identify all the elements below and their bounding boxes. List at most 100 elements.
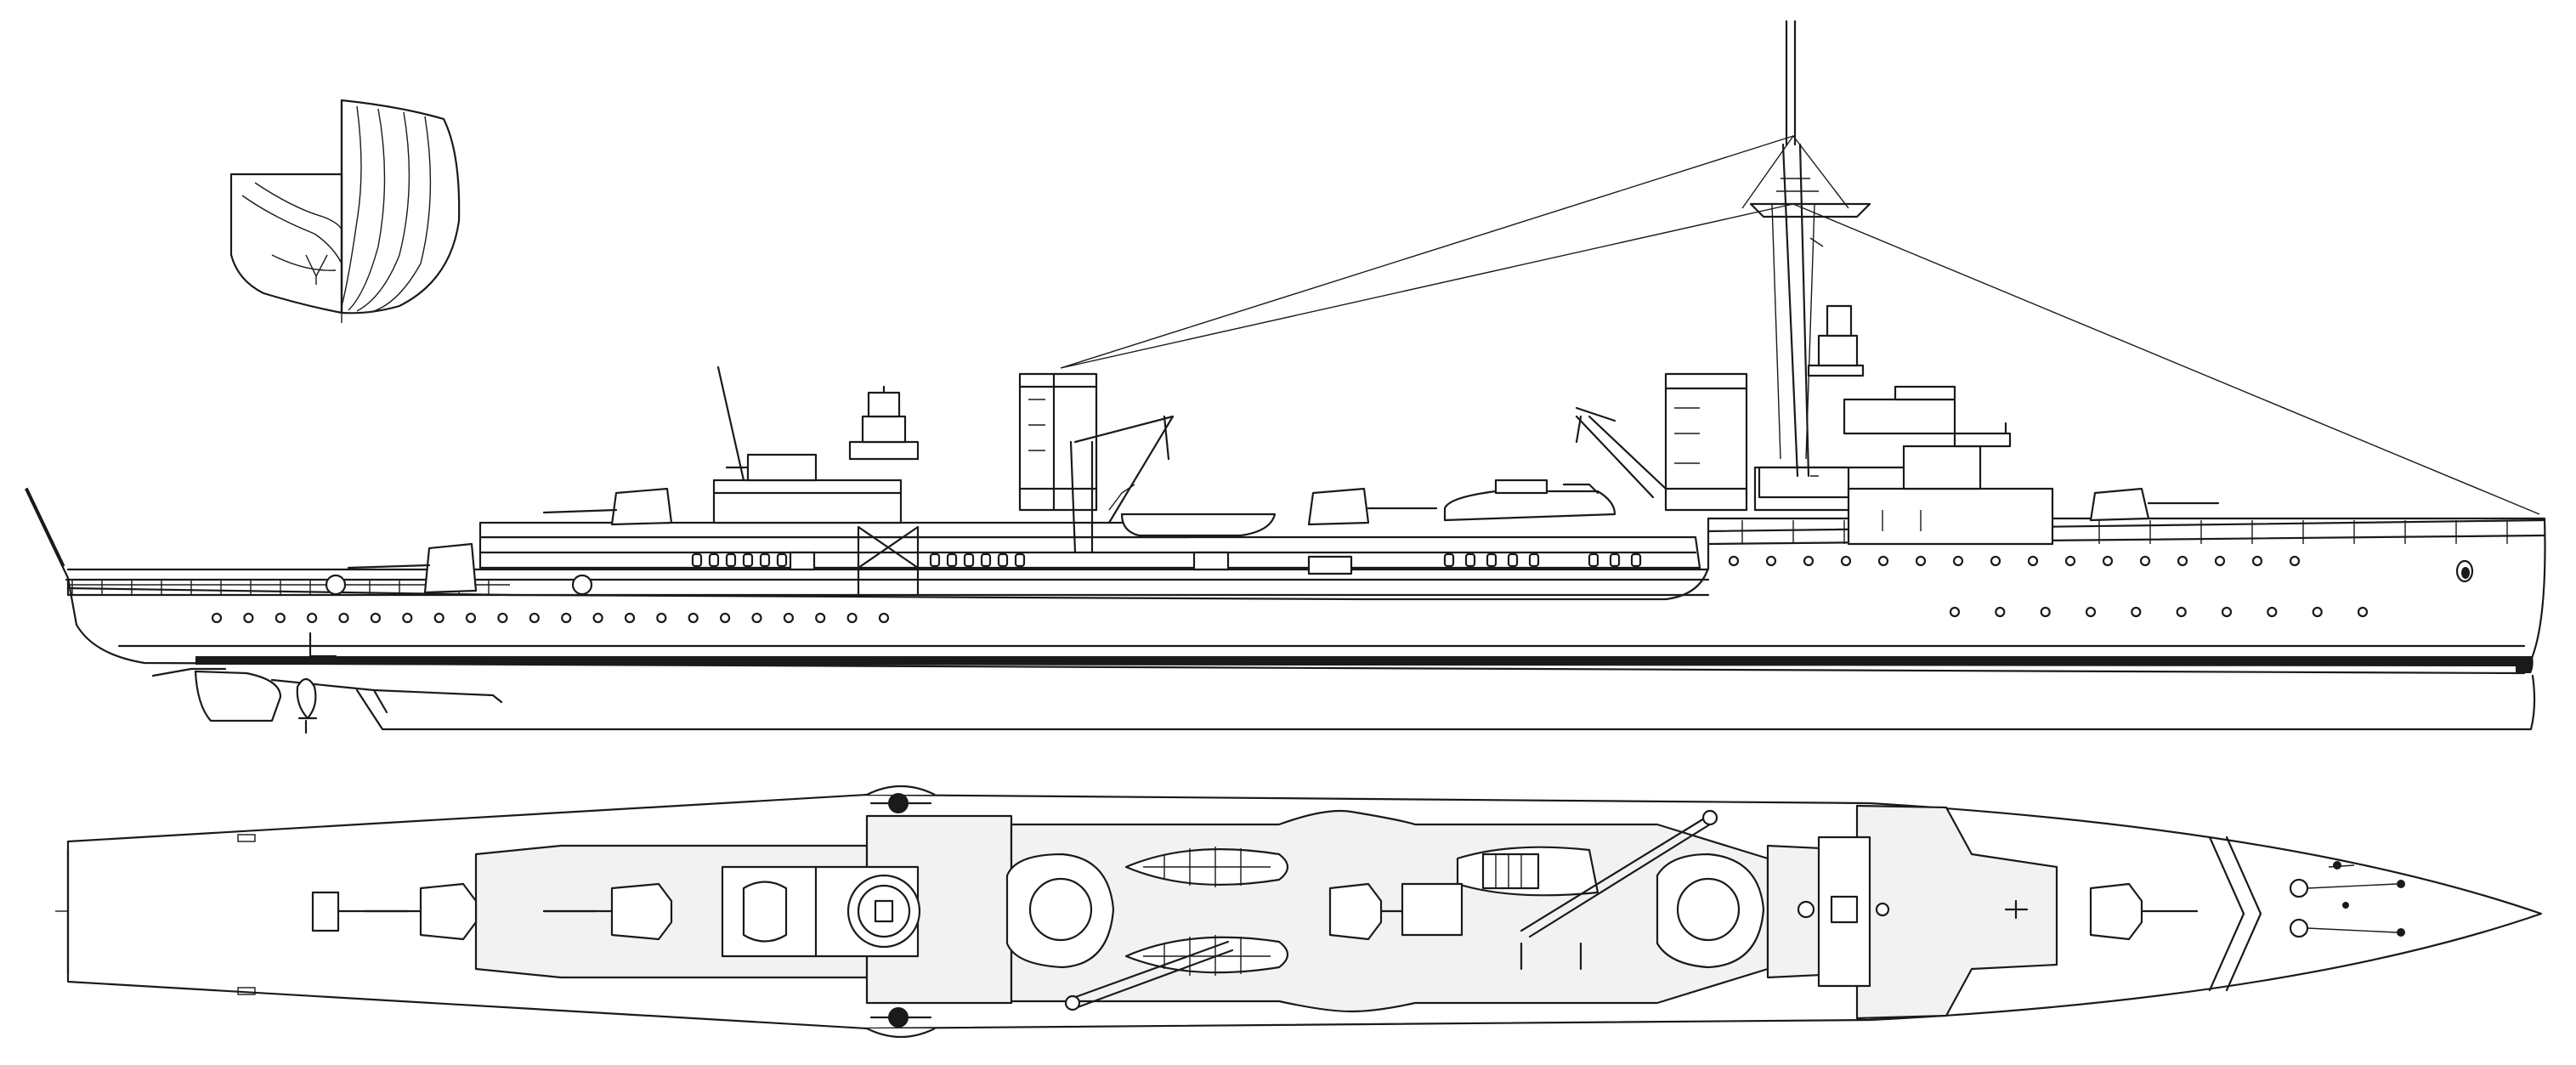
- porthole: [561, 612, 572, 624]
- porthole: [529, 612, 540, 624]
- deckhouse-door: [1192, 551, 1230, 571]
- deckhouse-window: [1014, 552, 1026, 568]
- porthole: [370, 612, 381, 624]
- porthole: [1803, 555, 1815, 567]
- deckhouse-window: [776, 552, 788, 568]
- porthole: [2102, 555, 2114, 567]
- body-plan-section: [229, 99, 461, 323]
- deckhouse-window: [1464, 552, 1476, 568]
- boot-topping: [195, 656, 2534, 673]
- forward-crane: [1575, 406, 1667, 499]
- gun-mount-fwd: [2089, 487, 2220, 522]
- porthole: [878, 612, 890, 624]
- porthole: [592, 612, 603, 624]
- deckhouse-window: [929, 552, 941, 568]
- plan-anchor-gear: [2289, 861, 2405, 938]
- deckhouse-window: [1588, 552, 1599, 568]
- porthole: [338, 612, 349, 624]
- porthole: [1877, 555, 1889, 567]
- plan-fwd-funnel: [1656, 853, 1765, 969]
- stern-gear: [194, 670, 503, 734]
- porthole: [2214, 555, 2226, 567]
- plan-aft-crane: [1069, 940, 1234, 1009]
- deckhouse-window: [946, 552, 958, 568]
- deckhouse-window: [1528, 552, 1540, 568]
- porthole: [2085, 606, 2097, 618]
- deckhouse-window: [1486, 552, 1497, 568]
- porthole: [783, 612, 795, 624]
- porthole: [1949, 606, 1961, 618]
- aft-crane: [1069, 415, 1175, 554]
- rigging: [1060, 134, 2540, 515]
- deckhouse-door: [789, 551, 816, 571]
- deckhouse-window: [708, 552, 720, 568]
- porthole: [1990, 555, 2001, 567]
- aft-funnel: [1018, 372, 1098, 512]
- portholes: [211, 555, 2369, 624]
- porthole: [1915, 555, 1927, 567]
- porthole: [497, 612, 508, 624]
- foremast: [1749, 20, 1871, 478]
- porthole: [433, 612, 444, 624]
- porthole: [656, 612, 667, 624]
- bridge: [1753, 304, 2054, 546]
- deckhouse-window: [1507, 552, 1519, 568]
- porthole: [2027, 555, 2039, 567]
- porthole: [2312, 606, 2323, 618]
- porthole: [1765, 555, 1777, 567]
- porthole: [2139, 555, 2151, 567]
- porthole: [307, 612, 318, 624]
- deckhouse-window: [691, 552, 703, 568]
- porthole: [624, 612, 636, 624]
- porthole: [2251, 555, 2263, 567]
- deckhouse-windows: [691, 551, 1642, 575]
- deckhouse-window: [997, 552, 1009, 568]
- deckhouse-window: [1443, 552, 1455, 568]
- porthole: [2289, 555, 2301, 567]
- porthole: [719, 612, 731, 624]
- porthole: [2221, 606, 2233, 618]
- deckhouse-window: [963, 552, 975, 568]
- porthole: [1728, 555, 1740, 567]
- side-elevation: [25, 20, 2546, 734]
- side-boat-2: [1443, 479, 1616, 522]
- porthole: [2040, 606, 2051, 618]
- porthole: [1995, 606, 2006, 618]
- deckhouse-door: [1307, 555, 1353, 575]
- porthole: [2176, 606, 2187, 618]
- porthole: [275, 612, 286, 624]
- deckhouse-window: [980, 552, 992, 568]
- porthole: [688, 612, 699, 624]
- porthole: [2267, 606, 2278, 618]
- porthole: [1952, 555, 1964, 567]
- plan-boat-1: [1124, 847, 1289, 887]
- porthole: [1840, 555, 1852, 567]
- side-boat-1: [1120, 513, 1277, 537]
- porthole: [2131, 606, 2142, 618]
- gun-mount-mid: [1307, 487, 1438, 526]
- deckhouse-window: [1609, 552, 1621, 568]
- porthole: [243, 612, 254, 624]
- porthole: [751, 612, 762, 624]
- porthole: [2177, 555, 2188, 567]
- porthole: [2357, 606, 2369, 618]
- gun-mount-aft-1: [542, 487, 673, 526]
- porthole: [402, 612, 413, 624]
- plan-gun-fwd: [2089, 882, 2199, 941]
- porthole: [211, 612, 223, 624]
- porthole: [815, 612, 826, 624]
- plan-gun-mid-aft: [542, 882, 673, 941]
- plan-view: [55, 785, 2543, 1039]
- porthole: [465, 612, 477, 624]
- porthole: [2064, 555, 2076, 567]
- plan-fwd-crane: [1520, 814, 1714, 938]
- deckhouse-window: [759, 552, 771, 568]
- plan-boat-3: [1456, 846, 1599, 897]
- deckhouse-window: [725, 552, 737, 568]
- aft-director: [848, 385, 920, 461]
- forward-funnel: [1664, 372, 1748, 512]
- gun-mount-aft-2: [347, 542, 478, 594]
- deckhouse-window: [1630, 552, 1642, 568]
- plan-aft-director: [721, 865, 921, 958]
